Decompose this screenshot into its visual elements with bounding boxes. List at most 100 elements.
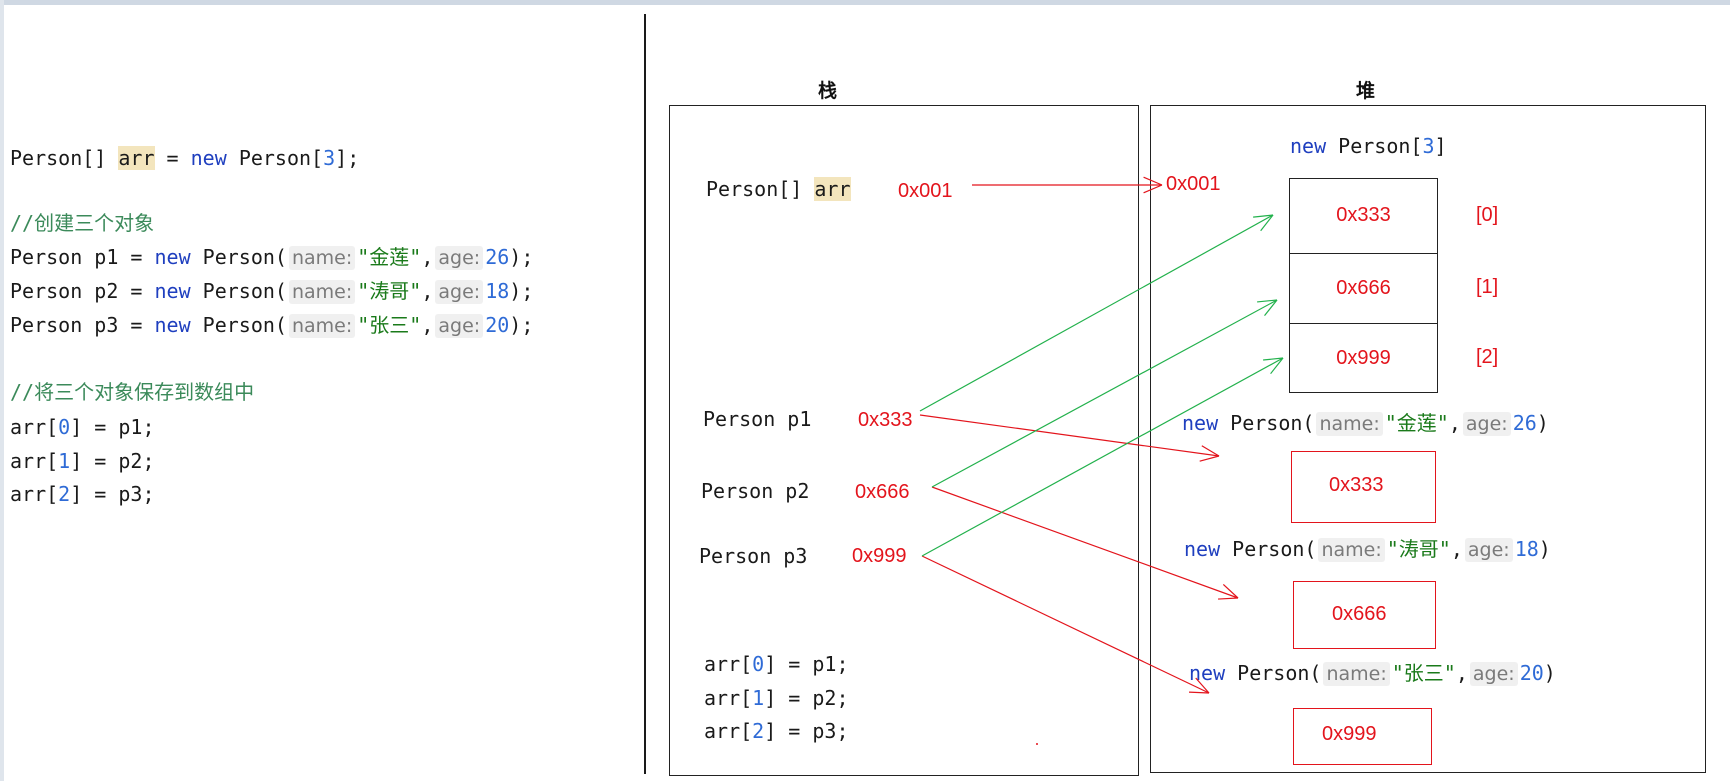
heap-array-new-kw: new — [1290, 134, 1327, 158]
param-hint-name: name: — [288, 246, 356, 270]
heap-array-new-end: ] — [1434, 134, 1447, 158]
heap-array-cell-value: 0x999 — [1336, 347, 1391, 369]
arrow-p1-to-object1 — [919, 414, 1220, 462]
code-token-arr: arr[ — [10, 449, 59, 473]
window-top-border — [0, 0, 1730, 5]
code-token-comma: , — [421, 313, 434, 337]
heap-token-end: ) — [1536, 411, 1549, 435]
code-token-end: ); — [509, 245, 534, 269]
code-token-age: 26 — [485, 245, 510, 269]
stack-token-arr: arr[ — [704, 686, 753, 710]
code-token-comma: , — [421, 245, 434, 269]
code-token-age: 20 — [485, 313, 510, 337]
heap-title: 堆 — [1356, 80, 1376, 102]
heap-object-address: 0x666 — [1332, 603, 1387, 625]
heap-token-end: ) — [1538, 537, 1551, 561]
code-token-op: = — [166, 146, 179, 170]
heap-token-comma: , — [1455, 661, 1468, 685]
heap-array-address: 0x001 — [1166, 173, 1221, 195]
heap-object-new-expression: new Person(name:"涛哥",age:18) — [1184, 537, 1551, 562]
stray-dot — [1036, 743, 1038, 745]
code-token-index: 1 — [58, 449, 71, 473]
heap-array-cell-value: 0x666 — [1336, 277, 1391, 299]
heap-object-box: 0x333 — [1291, 451, 1436, 523]
code-comment-store: //将三个对象保存到数组中 — [10, 380, 255, 404]
param-hint-name: name: — [288, 280, 356, 304]
code-token-end: ); — [509, 313, 534, 337]
code-token-index: 2 — [58, 482, 71, 506]
heap-token-name-string: "张三" — [1391, 661, 1456, 685]
stack-arr-address: 0x001 — [898, 180, 953, 202]
heap-array-new-cls: Person[ — [1326, 134, 1423, 158]
code-token-arr-highlight: arr — [118, 146, 155, 170]
code-object-line: Person p3 = new Person(name:"张三",age:20)… — [10, 313, 533, 338]
code-token-name-string: "金莲" — [357, 245, 422, 269]
code-token-class: Person[ — [238, 146, 324, 170]
heap-token-end: ) — [1543, 661, 1556, 685]
code-token-lhs: Person p3 = — [10, 313, 155, 337]
stack-arr-declaration: Person[] arr — [706, 177, 851, 201]
heap-token-new: new — [1184, 537, 1221, 561]
param-hint-name: name: — [1318, 538, 1385, 562]
heap-token-comma: , — [1448, 411, 1461, 435]
code-token-name-string: "张三" — [357, 313, 422, 337]
stack-variable-address: 0x999 — [852, 545, 907, 567]
param-hint-name: name: — [1323, 662, 1390, 686]
heap-array-cell-index: [1] — [1476, 276, 1499, 298]
heap-token-class: Person( — [1225, 661, 1322, 685]
code-token-type: Person[] — [10, 146, 107, 170]
heap-object-box: 0x666 — [1293, 581, 1436, 649]
code-comment-create: //创建三个对象 — [10, 211, 155, 235]
stack-box — [669, 105, 1139, 776]
arrow-p1-to-cell0 — [919, 214, 1274, 412]
stack-title: 栈 — [818, 80, 838, 102]
heap-token-class: Person( — [1220, 537, 1317, 561]
stack-assign-line: arr[0] = p1; — [704, 652, 849, 676]
heap-token-name-string: "涛哥" — [1386, 537, 1451, 561]
param-hint-age: age: — [1464, 538, 1513, 562]
heap-array-cell-index: [2] — [1476, 346, 1499, 368]
code-token-rhs: ] = p2; — [70, 449, 155, 473]
code-token-rhs: ] = p3; — [70, 482, 155, 506]
heap-object-new-expression: new Person(name:"张三",age:20) — [1189, 661, 1556, 686]
heap-object-new-expression: new Person(name:"金莲",age:26) — [1182, 411, 1549, 436]
param-hint-name: name: — [288, 314, 356, 338]
stack-token-rhs: ] = p1; — [764, 652, 849, 676]
stack-token-rhs: ] = p2; — [764, 686, 849, 710]
code-object-line: Person p2 = new Person(name:"涛哥",age:18)… — [10, 279, 533, 304]
arrow-arr-to-heap-array — [972, 176, 1163, 194]
heap-array-new-expression: new Person[3] — [1290, 134, 1447, 158]
code-token-class: Person( — [190, 245, 287, 269]
stack-token-index: 1 — [752, 686, 765, 710]
code-token-end: ]; — [335, 146, 360, 170]
heap-token-comma: , — [1450, 537, 1463, 561]
code-token-lhs: Person p1 = — [10, 245, 155, 269]
code-token-index: 0 — [58, 415, 71, 439]
param-hint-age: age: — [435, 314, 484, 338]
code-token-rhs: ] = p1; — [70, 415, 155, 439]
code-token-new: new — [154, 245, 191, 269]
param-hint-age: age: — [1469, 662, 1518, 686]
stack-variable-label: Person p3 — [699, 544, 808, 568]
stack-token-index: 2 — [752, 719, 765, 743]
heap-token-age: 26 — [1512, 411, 1537, 435]
heap-token-new: new — [1182, 411, 1219, 435]
arrow-p3-to-object3 — [921, 555, 1210, 694]
code-assign-line: arr[1] = p2; — [10, 449, 155, 473]
code-token-comma: , — [421, 279, 434, 303]
stack-token-arr: arr[ — [704, 652, 753, 676]
heap-token-new: new — [1189, 661, 1226, 685]
stack-arr-var: arr — [814, 177, 851, 201]
heap-array-box — [1289, 178, 1438, 393]
param-hint-age: age: — [435, 246, 484, 270]
code-assign-line: arr[0] = p1; — [10, 415, 155, 439]
code-token-new: new — [154, 279, 191, 303]
heap-object-address: 0x333 — [1329, 474, 1384, 496]
stack-arr-type: Person[] — [706, 177, 803, 201]
heap-box — [1150, 105, 1706, 773]
stack-variable-address: 0x666 — [855, 481, 910, 503]
heap-array-cell-value: 0x333 — [1336, 204, 1391, 226]
heap-object-address: 0x999 — [1322, 723, 1377, 745]
stack-variable-address: 0x333 — [858, 409, 913, 431]
